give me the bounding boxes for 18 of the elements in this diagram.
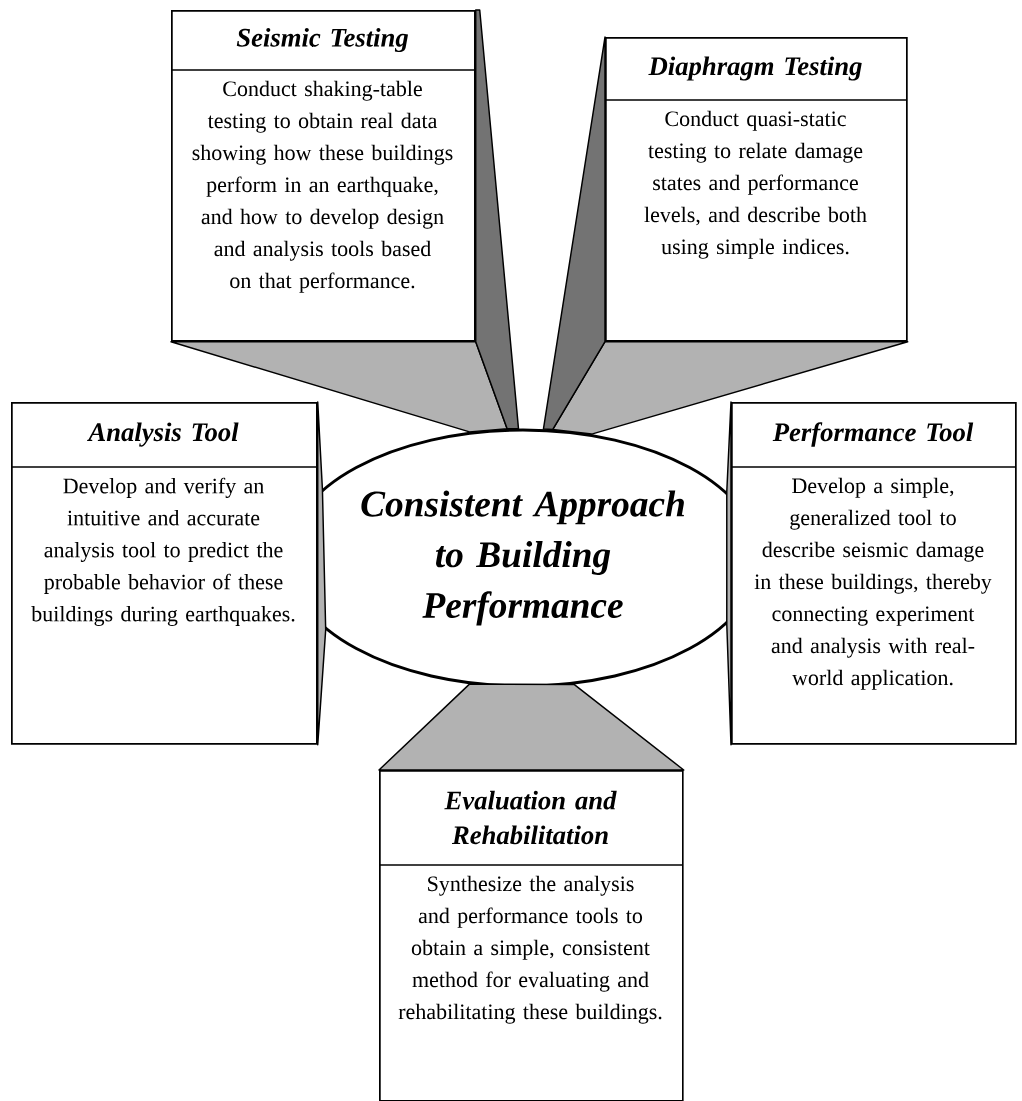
box-heading: Performance Tool bbox=[772, 422, 974, 447]
box-heading: Diaphragm Testing bbox=[648, 56, 862, 81]
box-description: Conduct quasi-static testing to relate damage states and performance levels, and describe both using simple indices. bbox=[644, 110, 867, 259]
topic-box bbox=[604, 37, 908, 342]
box-description: Conduct shaking-table testing to obtain real data showing how these buildings perform in an earthquake, and how to develop design and analysis tools based on that performance. bbox=[192, 80, 453, 293]
connector-beam bbox=[378, 683, 685, 771]
connector-beam bbox=[170, 9, 520, 433]
box-heading: Evaluation and Rehabilitation bbox=[444, 790, 617, 845]
topic-box bbox=[170, 10, 476, 342]
connector-beam bbox=[317, 401, 327, 746]
box-heading: Analysis Tool bbox=[87, 422, 239, 447]
connector-beam bbox=[726, 401, 732, 746]
topic-box bbox=[378, 770, 684, 1101]
topic-box bbox=[10, 402, 318, 745]
topic-box bbox=[730, 402, 1017, 745]
connector-beam bbox=[542, 36, 909, 435]
box-description: Synthesize the analysis and performance tools to obtain a simple, consistent method for evaluating and rehabilitating these buildings. bbox=[398, 875, 662, 1024]
box-heading: Seismic Testing bbox=[236, 27, 408, 53]
